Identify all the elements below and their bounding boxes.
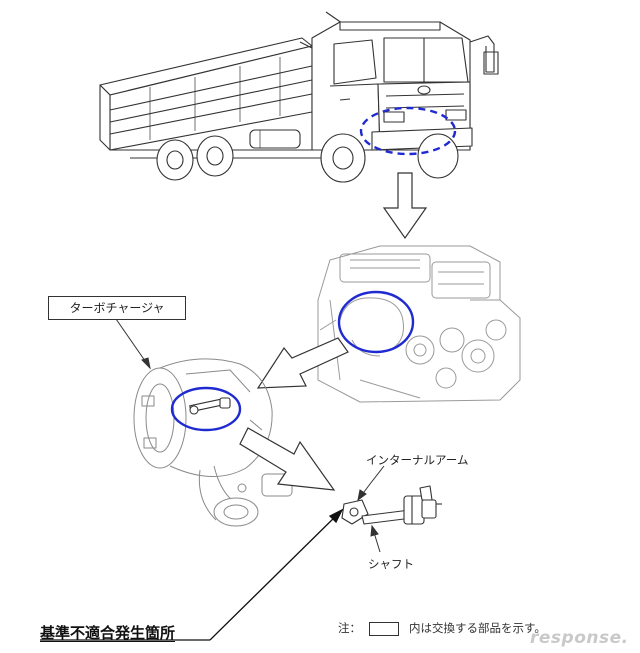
label-pointer xyxy=(115,318,151,370)
internal-arm-label: インターナルアーム xyxy=(366,453,469,467)
truck-illustration xyxy=(99,11,499,183)
turbocharger-illustration xyxy=(133,358,293,527)
internal-arm-detail xyxy=(189,397,231,415)
turbocharger-label: ターボチャージャ xyxy=(48,296,186,320)
engine-illustration xyxy=(317,245,521,403)
arm-pointer xyxy=(357,465,385,502)
arrow-down-icon xyxy=(382,172,428,240)
note-text: 内は交換する部品を示す。 xyxy=(409,621,546,635)
shaft-label: シャフト xyxy=(368,557,414,571)
engine-location-highlight xyxy=(359,106,457,156)
note-prefix: 注： xyxy=(338,621,361,635)
shaft-pointer xyxy=(370,524,381,553)
defect-pointer xyxy=(40,508,344,641)
note-legend-box xyxy=(369,621,399,636)
turbo-location-highlight xyxy=(337,290,415,354)
arrow-left-icon xyxy=(256,337,349,389)
note: 注： 内は交換する部品を示す。 xyxy=(338,620,546,636)
response-watermark: response. xyxy=(530,628,629,648)
defect-location-label: 基準不適合発生箇所 xyxy=(40,624,176,642)
arrow-right-icon xyxy=(239,427,336,491)
arm-shaft-detail xyxy=(341,485,442,525)
internal-arm-highlight xyxy=(170,386,242,432)
